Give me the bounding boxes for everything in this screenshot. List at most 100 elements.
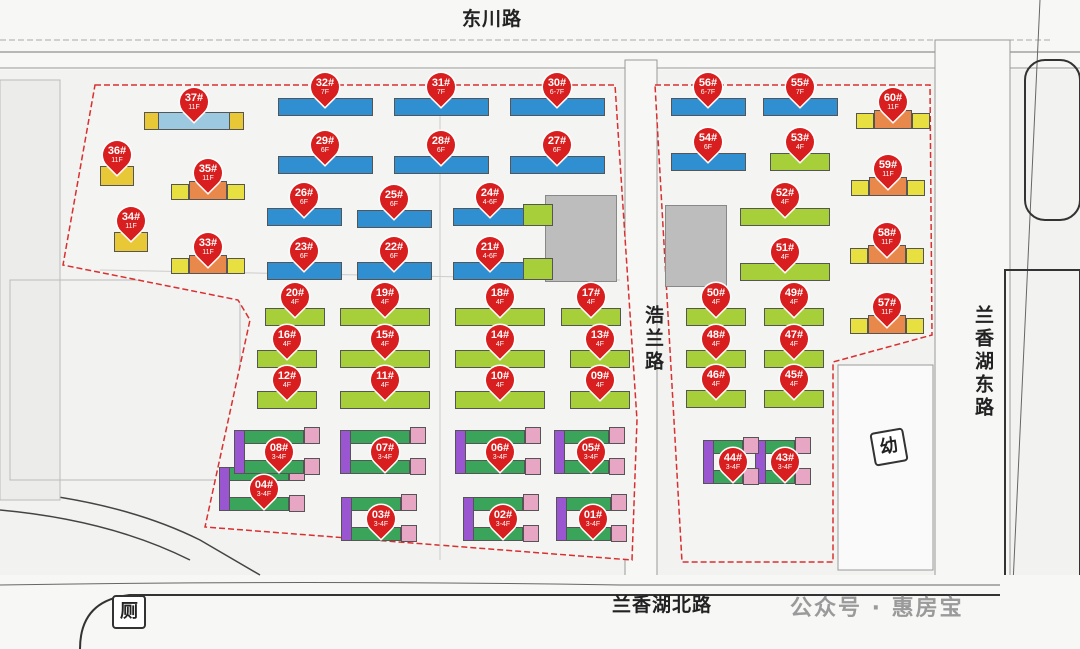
building-pin-48[interactable]: 48#4F — [696, 319, 736, 359]
building-end — [525, 458, 541, 475]
building-pin-47[interactable]: 47#4F — [774, 319, 814, 359]
kindergarten-symbol: 幼 — [869, 427, 909, 467]
building-pin-05[interactable]: 05#3-4F — [571, 432, 611, 472]
building-pin-51[interactable]: 51#4F — [765, 232, 805, 272]
building-number: 45# — [784, 369, 804, 381]
building-number: 20# — [285, 287, 305, 299]
building-pin-35[interactable]: 35#11F — [188, 153, 228, 193]
building-pin-27[interactable]: 27#6F — [537, 125, 577, 165]
building-floors: 11F — [125, 223, 137, 230]
building-pin-17[interactable]: 17#4F — [571, 277, 611, 317]
building-pin-12[interactable]: 12#4F — [267, 360, 307, 400]
building-pin-52[interactable]: 52#4F — [765, 177, 805, 217]
building-floors: 11F — [202, 249, 214, 256]
building-number: 24# — [480, 187, 500, 199]
east-road — [934, 39, 1011, 649]
building-pin-32[interactable]: 32#7F — [305, 67, 345, 107]
building-pin-30[interactable]: 30#6-7F — [537, 67, 577, 107]
road-edge — [0, 582, 1000, 586]
building-pin-56[interactable]: 56#6-7F — [688, 67, 728, 107]
building-number: 17# — [581, 287, 601, 299]
building-floors: 7F — [795, 89, 805, 96]
building-number: 22# — [384, 241, 404, 253]
building-number: 46# — [706, 369, 726, 381]
building-pin-37[interactable]: 37#11F — [174, 82, 214, 122]
building-floors: 4-6F — [482, 199, 498, 206]
building-pin-11[interactable]: 11#4F — [365, 360, 405, 400]
building-pin-59[interactable]: 59#11F — [868, 149, 908, 189]
building-pin-34[interactable]: 34#11F — [111, 201, 151, 241]
building-pin-45[interactable]: 45#4F — [774, 359, 814, 399]
building-pin-16[interactable]: 16#4F — [267, 319, 307, 359]
building-floors: 6F — [703, 144, 713, 151]
building-number: 54# — [698, 132, 718, 144]
building-pin-26[interactable]: 26#6F — [284, 177, 324, 217]
building-number: 04# — [254, 479, 274, 491]
building-number: 44# — [723, 452, 743, 464]
building-pin-13[interactable]: 13#4F — [580, 319, 620, 359]
building-pin-18[interactable]: 18#4F — [480, 277, 520, 317]
building-pin-31[interactable]: 31#7F — [421, 67, 461, 107]
building-pin-25[interactable]: 25#6F — [374, 179, 414, 219]
building-pin-49[interactable]: 49#4F — [774, 277, 814, 317]
building-pin-10[interactable]: 10#4F — [480, 360, 520, 400]
building-pin-28[interactable]: 28#6F — [421, 125, 461, 165]
building-number: 51# — [775, 242, 795, 254]
building-pin-22[interactable]: 22#6F — [374, 231, 414, 271]
building-pin-33[interactable]: 33#11F — [188, 227, 228, 267]
building-floors: 4F — [282, 382, 292, 389]
building-pin-15[interactable]: 15#4F — [365, 319, 405, 359]
building-pin-58[interactable]: 58#11F — [867, 217, 907, 257]
building-pin-02[interactable]: 02#3-4F — [483, 499, 523, 539]
building-pin-04[interactable]: 04#3-4F — [244, 469, 284, 509]
building-end — [401, 494, 417, 511]
building-end — [610, 525, 627, 542]
building-end — [234, 430, 245, 474]
building-number: 11# — [376, 370, 394, 382]
building-wing — [227, 258, 245, 274]
clubhouse-building — [545, 195, 617, 282]
building-pin-06[interactable]: 06#3-4F — [480, 432, 520, 472]
building-pin-44[interactable]: 44#3-4F — [713, 442, 753, 482]
building-floors: 11F — [882, 171, 894, 178]
building-pin-55[interactable]: 55#7F — [780, 67, 820, 107]
building-pin-36[interactable]: 36#11F — [97, 135, 137, 175]
building-pin-50[interactable]: 50#4F — [696, 277, 736, 317]
building-pin-24[interactable]: 24#4-6F — [470, 177, 510, 217]
building-pin-29[interactable]: 29#6F — [305, 125, 345, 165]
building-number: 13# — [590, 329, 610, 341]
building-pin-03[interactable]: 03#3-4F — [361, 499, 401, 539]
building-pin-01[interactable]: 01#3-4F — [573, 499, 613, 539]
building-pin-46[interactable]: 46#4F — [696, 359, 736, 399]
building-floors: 11F — [111, 157, 123, 164]
building-end — [340, 430, 351, 474]
building-number: 52# — [775, 187, 795, 199]
building-number: 49# — [784, 287, 804, 299]
building-number: 16# — [277, 329, 297, 341]
building-floors: 4F — [586, 299, 596, 306]
building-floors: 4F — [789, 299, 799, 306]
building-pin-54[interactable]: 54#6F — [688, 122, 728, 162]
building-floors: 4F — [290, 299, 300, 306]
building-pin-19[interactable]: 19#4F — [365, 277, 405, 317]
building-pin-43[interactable]: 43#3-4F — [765, 442, 805, 482]
south-road-area — [0, 575, 1080, 649]
building-pin-14[interactable]: 14#4F — [480, 319, 520, 359]
building-pin-21[interactable]: 21#4-6F — [470, 231, 510, 271]
building-number: 25# — [384, 189, 404, 201]
building-floors: 3-4F — [585, 521, 601, 528]
building-end — [523, 525, 539, 542]
building-floors: 6F — [320, 147, 330, 154]
building-pin-57[interactable]: 57#11F — [867, 287, 907, 327]
building-pin-23[interactable]: 23#6F — [284, 231, 324, 271]
building-pin-60[interactable]: 60#11F — [873, 82, 913, 122]
building-floors: 6F — [389, 253, 399, 260]
building-pin-09[interactable]: 09#4F — [580, 360, 620, 400]
building-pin-20[interactable]: 20#4F — [275, 277, 315, 317]
building-wing — [144, 112, 159, 130]
building-pin-07[interactable]: 07#3-4F — [365, 432, 405, 472]
toilet-symbol: 厕 — [112, 595, 146, 629]
building-pin-08[interactable]: 08#3-4F — [259, 432, 299, 472]
building-floors: 6-7F — [700, 89, 716, 96]
building-pin-53[interactable]: 53#4F — [780, 122, 820, 162]
